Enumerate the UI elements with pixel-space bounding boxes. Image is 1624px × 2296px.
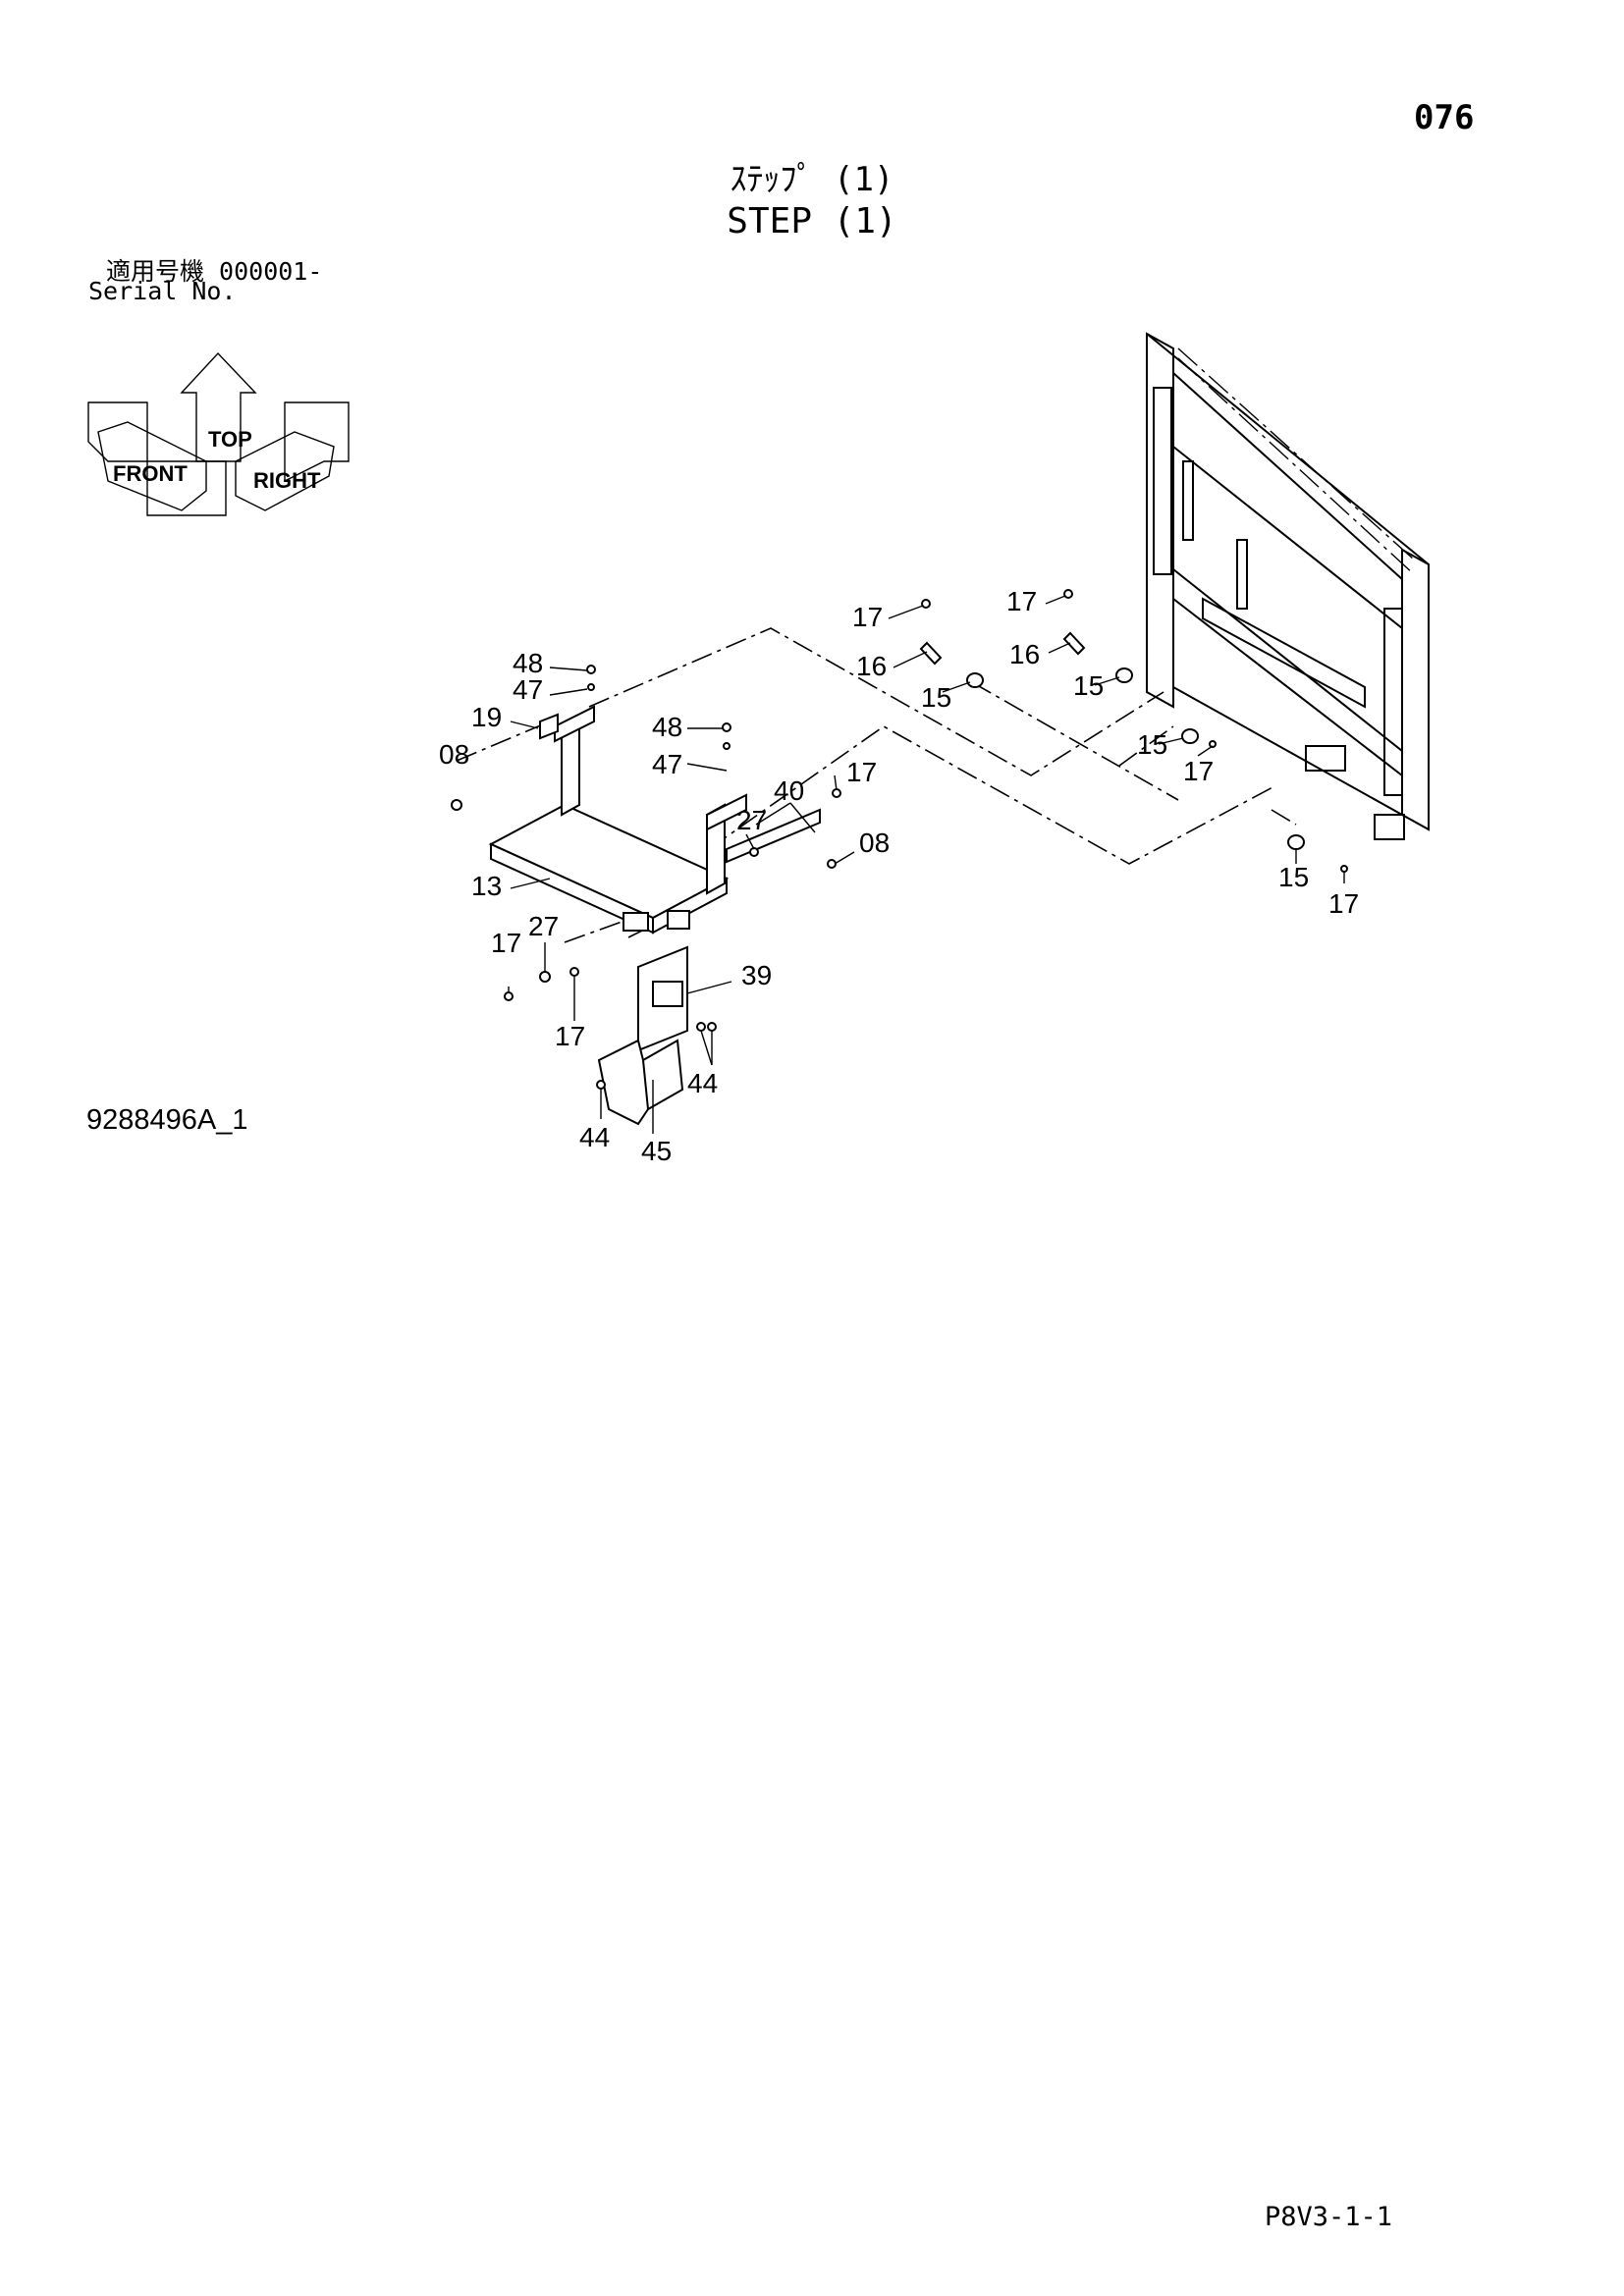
callout-15: 15 [1278, 862, 1309, 892]
callout-08: 08 [859, 828, 890, 858]
callout-17: 17 [852, 602, 883, 632]
title-japanese: ｽﾃｯﾌﾟ (1) [730, 160, 894, 199]
callout-19: 19 [471, 702, 502, 732]
orientation-indicator: FRONT RIGHT TOP [87, 351, 350, 516]
callout-17: 17 [555, 1021, 585, 1051]
callout-leaders [508, 595, 1345, 1134]
callout-39: 39 [741, 960, 772, 990]
title-english: STEP (1) [727, 201, 897, 241]
callout-15: 15 [1073, 670, 1104, 701]
callout-40: 40 [774, 775, 804, 806]
callout-16: 16 [856, 651, 887, 681]
step-assembly [488, 705, 821, 1126]
callout-44: 44 [579, 1122, 610, 1152]
callout-17: 17 [1006, 586, 1037, 616]
callout-16: 16 [1009, 639, 1040, 669]
orient-front: FRONT [113, 461, 188, 486]
callout-labels: 17 16 15 17 16 15 15 17 48 47 19 08 48 4… [439, 586, 1359, 1166]
mounting-frame [1146, 332, 1430, 840]
callout-08: 08 [439, 739, 469, 770]
callout-17: 17 [491, 928, 521, 958]
callout-48: 48 [513, 648, 543, 678]
orient-right: RIGHT [253, 468, 321, 493]
callout-27: 27 [528, 911, 559, 941]
callout-15: 15 [921, 682, 951, 713]
callout-15: 15 [1137, 729, 1167, 760]
callout-27: 27 [736, 805, 767, 835]
callout-48: 48 [652, 712, 682, 742]
serial-label-english: Serial No. [88, 277, 237, 305]
callout-44: 44 [687, 1068, 718, 1098]
callout-17: 17 [846, 757, 877, 787]
serial-label-japanese: 適用号機 000001- [106, 257, 323, 286]
callout-17: 17 [1328, 888, 1359, 919]
orient-top: TOP [208, 427, 252, 452]
callout-47: 47 [652, 749, 682, 779]
fasteners [451, 589, 1348, 1090]
callout-47: 47 [513, 674, 543, 705]
page-number: 076 [1414, 98, 1475, 137]
callout-13: 13 [471, 871, 502, 901]
callout-17: 17 [1183, 756, 1214, 786]
drawing-id: 9288496A_1 [86, 1104, 248, 1136]
callout-45: 45 [641, 1136, 672, 1166]
page-code: P8V3-1-1 [1265, 2202, 1393, 2232]
